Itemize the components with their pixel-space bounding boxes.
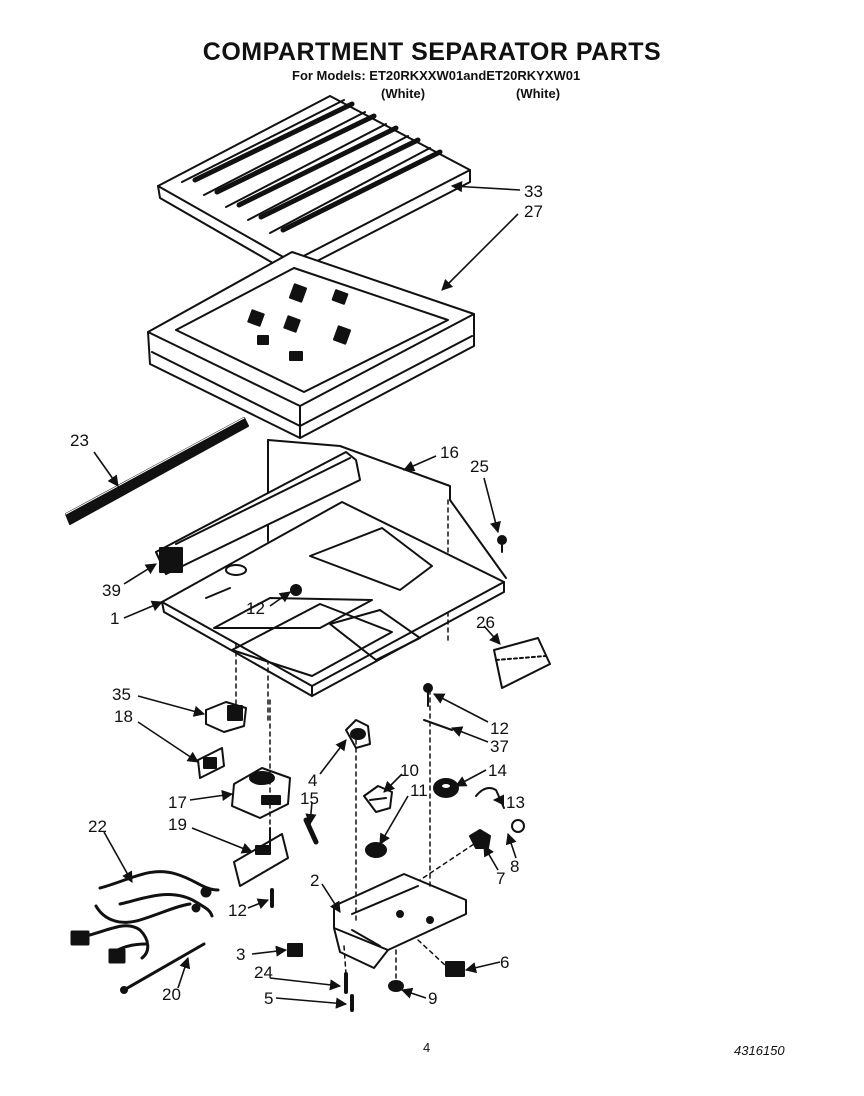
callout-label: 17 bbox=[168, 793, 187, 812]
control-housing-part bbox=[231, 767, 291, 819]
model-variant-1: (White) bbox=[381, 86, 426, 101]
callout-label: 39 bbox=[102, 581, 121, 600]
callout-label: 20 bbox=[162, 985, 181, 1004]
damper-4-part bbox=[345, 719, 371, 749]
callout-label: 22 bbox=[88, 817, 107, 836]
lamp-13-part bbox=[475, 787, 505, 809]
callout-label: 26 bbox=[476, 613, 495, 632]
callout-label: 3 bbox=[236, 945, 245, 964]
callout-label: 2 bbox=[310, 871, 319, 890]
switch-6-part bbox=[445, 961, 465, 977]
callout-label: 9 bbox=[428, 989, 437, 1008]
callout-label: 19 bbox=[168, 815, 187, 834]
callout-label: 35 bbox=[112, 685, 131, 704]
switch-10-part bbox=[363, 785, 393, 813]
wiring-harness-part bbox=[70, 870, 220, 964]
callout-label: 18 bbox=[114, 707, 133, 726]
callout-label: 12 bbox=[490, 719, 509, 738]
callout-label: 10 bbox=[400, 761, 419, 780]
separator-tray-part bbox=[161, 501, 505, 697]
control-bracket-part bbox=[333, 873, 467, 969]
page-title: COMPARTMENT SEPARATOR PARTS bbox=[202, 38, 662, 66]
front-bracket-part bbox=[155, 451, 361, 575]
clip-3-part bbox=[287, 943, 303, 957]
callout-label: 16 bbox=[440, 443, 459, 462]
model-variant-2: (White) bbox=[516, 86, 561, 101]
control-bezel-part bbox=[197, 747, 225, 779]
callout-label: 12 bbox=[246, 599, 265, 618]
document-number: 4316150 bbox=[734, 1043, 785, 1058]
callout-label: 5 bbox=[264, 989, 273, 1008]
callout-label: 11 bbox=[410, 781, 428, 800]
thermostat-knob-part bbox=[205, 701, 247, 733]
gasket-37-part bbox=[423, 719, 453, 731]
screw-12b-part bbox=[423, 683, 433, 707]
callout-label: 27 bbox=[524, 202, 543, 221]
nut-9-part bbox=[388, 980, 404, 992]
callout-label: 6 bbox=[500, 953, 509, 972]
socket-7-part bbox=[469, 829, 491, 849]
callout-label: 12 bbox=[228, 901, 247, 920]
screw-25-part bbox=[497, 535, 507, 553]
callout-label: 24 bbox=[254, 963, 273, 982]
callout-label: 23 bbox=[70, 431, 89, 450]
trim-strip-part bbox=[65, 417, 249, 525]
models-line: For Models: ET20RKXXW01andET20RKYXW01 bbox=[292, 68, 581, 83]
ground-wire-20-part bbox=[120, 942, 206, 994]
callout-label: 37 bbox=[490, 737, 509, 756]
bulb-8-part bbox=[511, 819, 525, 833]
clip-part bbox=[493, 637, 551, 689]
separator-frame-part bbox=[147, 251, 475, 439]
callout-label: 14 bbox=[488, 761, 507, 780]
knob-14-part bbox=[433, 778, 459, 798]
callout-label: 7 bbox=[496, 869, 505, 888]
top-grille-part bbox=[157, 95, 471, 275]
tube-15-part bbox=[303, 817, 319, 845]
callout-label: 25 bbox=[470, 457, 489, 476]
page-number: 4 bbox=[423, 1040, 431, 1055]
callout-label: 1 bbox=[110, 609, 119, 628]
callout-label: 33 bbox=[524, 182, 543, 201]
screw-12a-part bbox=[290, 584, 302, 596]
grommet-11-part bbox=[365, 842, 387, 858]
control-panel-part bbox=[233, 827, 289, 887]
callout-label: 15 bbox=[300, 789, 319, 808]
callout-label: 4 bbox=[308, 771, 317, 790]
callout-label: 13 bbox=[506, 793, 525, 812]
callout-label: 8 bbox=[510, 857, 519, 876]
